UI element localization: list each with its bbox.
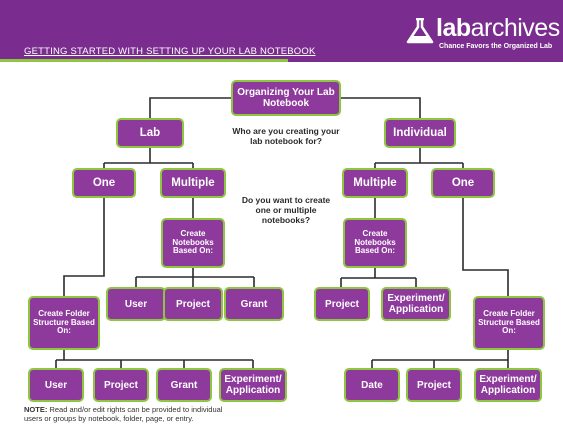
page-title: GETTING STARTED WITH SETTING UP YOUR LAB…: [24, 46, 316, 57]
question-who: Who are you creating your lab notebook f…: [232, 126, 340, 146]
logo-wordmark: labarchives: [436, 14, 560, 43]
note-label: NOTE:: [24, 405, 48, 414]
node-folder-experiment: Experiment/ Application: [219, 368, 287, 402]
node-label: Lab: [139, 126, 161, 139]
node-folder-project: Project: [93, 368, 149, 402]
node-label: Create Folder Structure Based On:: [33, 308, 95, 336]
node-individual-project: Project: [314, 287, 370, 321]
node-lab-one: One: [72, 168, 136, 198]
node-lab-grant: Grant: [224, 287, 284, 321]
node-label: User: [124, 298, 148, 310]
footnote: NOTE: Read and/or edit rights can be pro…: [24, 405, 324, 423]
node-folder-user: User: [28, 368, 84, 402]
node-folder-date: Date: [344, 368, 400, 402]
labarchives-logo: labarchives Chance Favors the Organized …: [406, 14, 560, 54]
node-label: Grant: [170, 379, 198, 391]
node-label: Organizing Your Lab Notebook: [237, 87, 335, 109]
node-individual-create-notebooks: Create Notebooks Based On:: [343, 218, 407, 268]
node-label: Date: [361, 379, 383, 391]
node-label: Project: [176, 298, 210, 310]
node-folder-project-individual: Project: [406, 368, 462, 402]
node-individual-multiple: Multiple: [342, 168, 408, 198]
note-line-1: Read and/or edit rights can be provided …: [49, 405, 223, 414]
logo-regular: archives: [470, 14, 561, 42]
node-label: User: [44, 379, 68, 391]
page-header: GETTING STARTED WITH SETTING UP YOUR LAB…: [0, 0, 563, 62]
node-label: Create Notebooks Based On:: [172, 228, 214, 256]
node-individual-one: One: [431, 168, 495, 198]
title-underline: [0, 59, 288, 62]
node-lab-create-notebooks: Create Notebooks Based On:: [161, 218, 225, 268]
node-folder-grant: Grant: [156, 368, 212, 402]
node-lab-create-folder: Create Folder Structure Based On:: [28, 296, 100, 350]
node-lab: Lab: [116, 118, 184, 148]
node-label: One: [451, 176, 475, 189]
node-label: Multiple: [171, 176, 215, 189]
node-folder-experiment-individual: Experiment/ Application: [474, 368, 542, 402]
node-label: Create Notebooks Based On:: [354, 228, 396, 256]
node-label: Project: [325, 298, 359, 310]
node-lab-multiple: Multiple: [160, 168, 226, 198]
node-label: Project: [417, 379, 451, 391]
node-label: Grant: [240, 298, 268, 310]
node-label: Create Folder Structure Based On:: [478, 308, 540, 336]
node-individual-create-folder: Create Folder Structure Based On:: [473, 296, 545, 350]
flask-icon: [406, 18, 434, 44]
question-how-many: Do you want to create one or multiple no…: [241, 195, 331, 225]
note-line-2: users or groups by notebook, folder, pag…: [24, 414, 194, 423]
node-label: Multiple: [353, 176, 397, 189]
logo-bold: lab: [436, 14, 471, 42]
logo-tagline: Chance Favors the Organized Lab: [439, 43, 553, 50]
node-label: Experiment/ Application: [224, 374, 282, 396]
node-individual-experiment: Experiment/ Application: [381, 287, 451, 321]
node-label: Experiment/ Application: [387, 293, 445, 315]
node-label: Individual: [393, 126, 447, 139]
node-lab-project: Project: [163, 287, 223, 321]
node-label: Project: [104, 379, 138, 391]
node-label: One: [92, 176, 116, 189]
node-organizing-lab-notebook: Organizing Your Lab Notebook: [231, 80, 341, 116]
node-label: Experiment/ Application: [479, 374, 537, 396]
node-individual: Individual: [384, 118, 456, 148]
node-lab-user: User: [106, 287, 166, 321]
